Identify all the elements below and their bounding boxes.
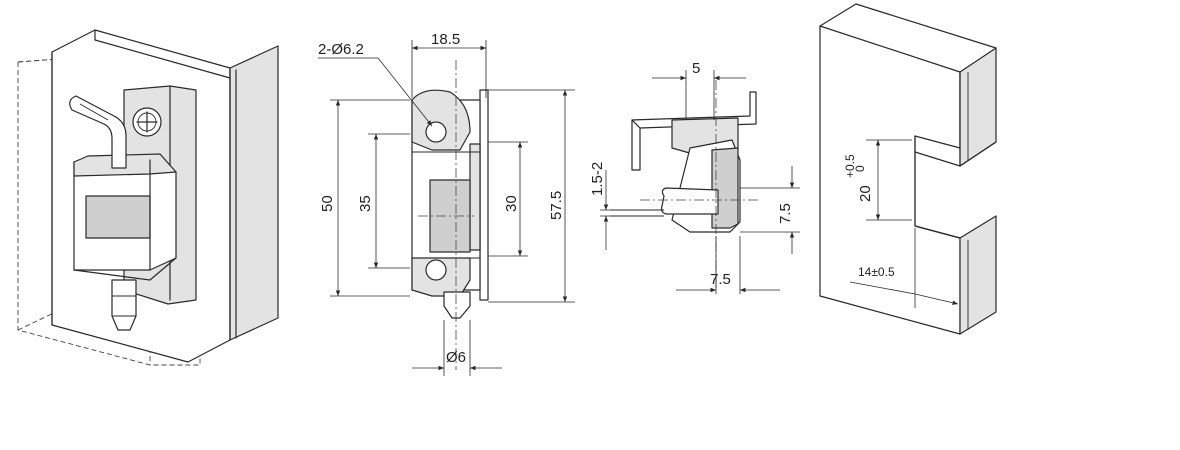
back-plate (479, 89, 489, 301)
frame-front-face (819, 25, 961, 335)
knuckle (469, 143, 481, 251)
pin (443, 291, 471, 319)
frame-bottom-side (959, 215, 997, 335)
dim-cutout-depth: 14±0.5 (858, 265, 895, 279)
dim-cutout-tol-upper: +0.5 (843, 154, 857, 178)
side-view: 5 1.5-2 7.5 7.5 (589, 60, 800, 294)
dim-hole-dia: 2-Ø6.2 (318, 41, 364, 58)
dim-width-18-5: 18.5 (431, 31, 460, 48)
side-pin (660, 187, 719, 215)
dim-height-30: 30 (503, 195, 520, 212)
pin-tip (111, 279, 137, 331)
frame-top-side (959, 47, 997, 167)
hinge-pin-arm (69, 95, 127, 169)
dim-side-7-5-horizontal: 7.5 (710, 271, 731, 288)
dim-height-57-5: 57.5 (548, 191, 565, 220)
dim-side-5: 5 (692, 60, 700, 77)
hinge-leaf (73, 153, 177, 281)
dim-side-1-5-2: 1.5-2 (589, 162, 606, 196)
dim-cutout-tol-lower: 0 (853, 165, 867, 172)
dim-cutout-height: 20 (857, 185, 874, 202)
isometric-hinge-view (17, 29, 279, 366)
front-view: 18.5 2-Ø6.2 50 35 30 57.5 Ø6 (318, 31, 575, 376)
top-mount-hole (425, 121, 447, 143)
frame-cutout-view: 20 +0.5 0 14±0.5 (819, 3, 997, 335)
dim-side-7-5-vertical: 7.5 (777, 203, 794, 224)
dim-height-50: 50 (319, 195, 336, 212)
dim-height-35: 35 (357, 195, 374, 212)
bottom-mount-hole (425, 259, 447, 281)
dim-pin-dia: Ø6 (446, 349, 466, 366)
